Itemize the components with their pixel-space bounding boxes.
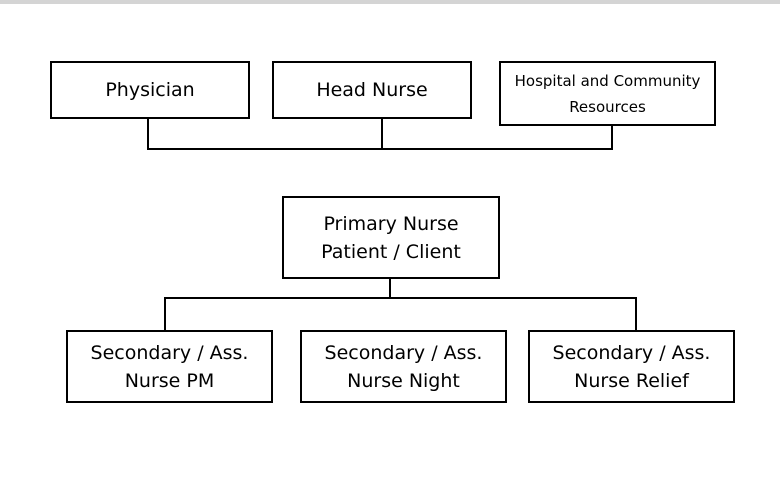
node-primary-nurse: Primary Nurse Patient / Client — [282, 196, 500, 279]
node-secondary-relief-line-1: Secondary / Ass. — [552, 341, 711, 364]
node-secondary-night-line-1: Secondary / Ass. — [324, 341, 483, 364]
node-secondary-night-line-2: Nurse Night — [347, 369, 460, 392]
node-hospital-resources: Hospital and Community Resources — [499, 61, 716, 126]
node-primary-nurse-line-2: Patient / Client — [321, 240, 461, 263]
window-top-bar — [0, 0, 780, 4]
node-secondary-pm: Secondary / Ass. Nurse PM — [66, 330, 273, 403]
node-secondary-pm-line-2: Nurse PM — [124, 369, 215, 392]
node-hospital-resources-line-1: Hospital and Community — [514, 71, 701, 90]
node-primary-nurse-label: Primary Nurse Patient / Client — [321, 210, 461, 266]
node-physician-label: Physician — [105, 76, 194, 104]
node-hospital-resources-label: Hospital and Community Resources — [515, 68, 701, 120]
node-head-nurse-line-1: Head Nurse — [316, 79, 428, 101]
node-secondary-relief: Secondary / Ass. Nurse Relief — [528, 330, 735, 403]
node-head-nurse: Head Nurse — [272, 61, 472, 119]
node-secondary-relief-line-2: Nurse Relief — [574, 369, 689, 392]
node-secondary-pm-line-1: Secondary / Ass. — [90, 341, 249, 364]
node-head-nurse-label: Head Nurse — [316, 76, 427, 104]
node-secondary-night-label: Secondary / Ass. Nurse Night — [325, 339, 483, 395]
node-physician: Physician — [50, 61, 250, 119]
node-secondary-night: Secondary / Ass. Nurse Night — [300, 330, 507, 403]
node-primary-nurse-line-1: Primary Nurse — [323, 212, 459, 235]
node-secondary-pm-label: Secondary / Ass. Nurse PM — [91, 339, 249, 395]
node-physician-line-1: Physician — [105, 79, 195, 101]
node-secondary-relief-label: Secondary / Ass. Nurse Relief — [553, 339, 711, 395]
node-hospital-resources-line-2: Resources — [569, 97, 646, 116]
